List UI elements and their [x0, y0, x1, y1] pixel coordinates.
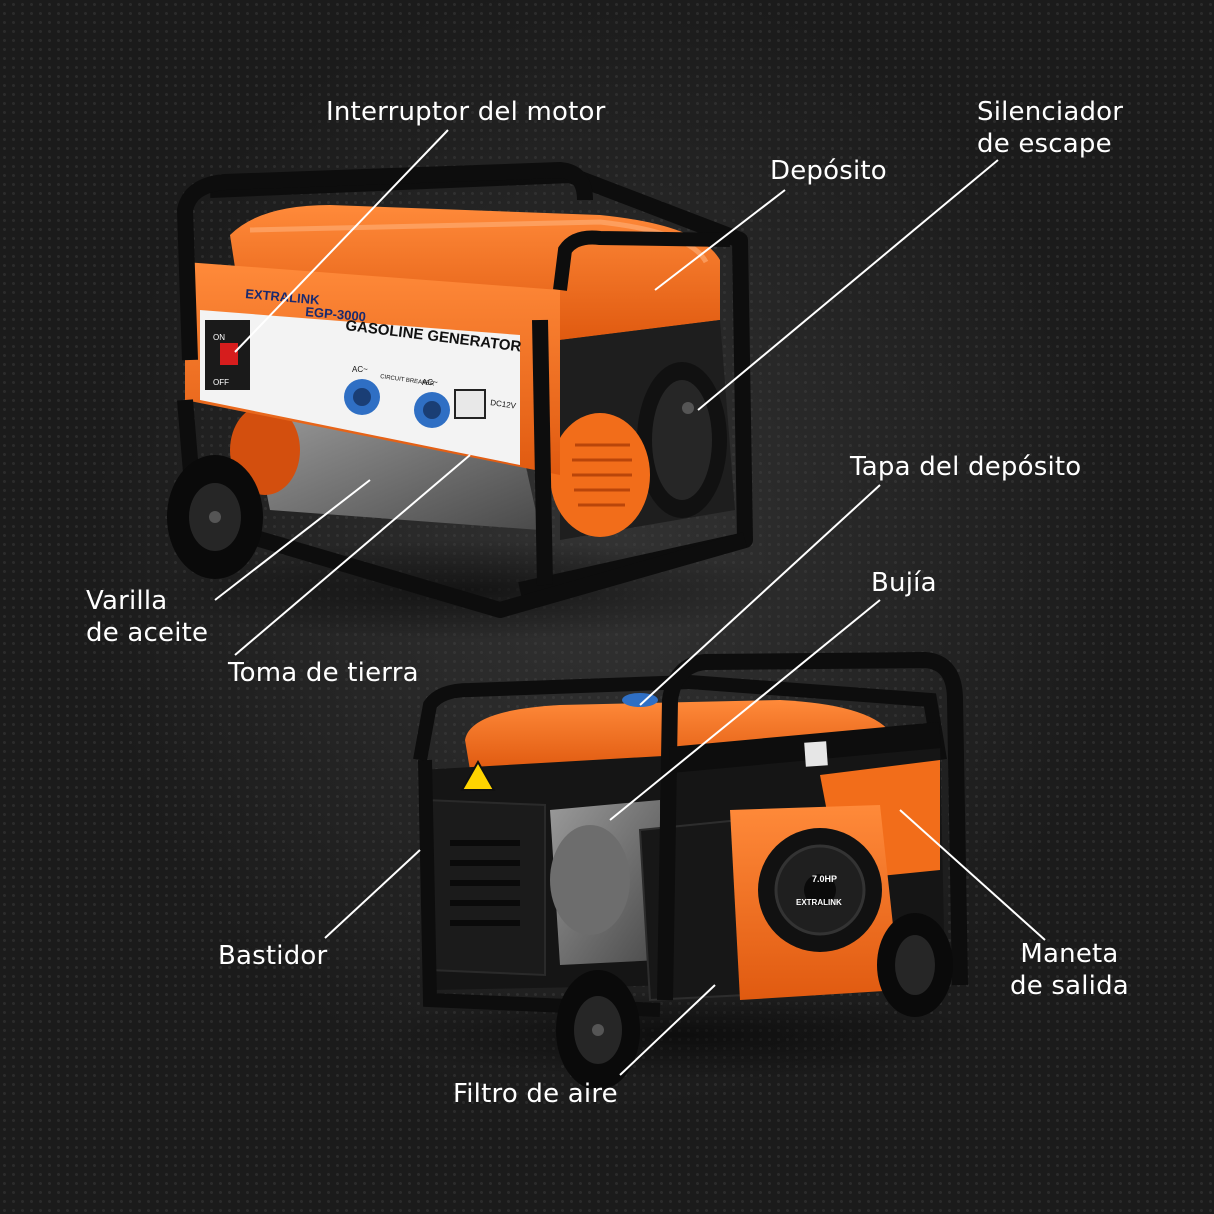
label-toma-de-tierra: Toma de tierra: [228, 658, 419, 688]
model-text: EGP-3000: [305, 304, 367, 324]
switch-off-text: OFF: [213, 378, 229, 387]
engine-hp-text: 7.0HP: [812, 874, 837, 884]
top-generator: [150, 162, 790, 640]
socket-2-text: AC~: [422, 378, 438, 387]
leader-filtro: [619, 984, 716, 1076]
label-bastidor: Bastidor: [218, 941, 328, 971]
leader-toma: [234, 454, 471, 656]
label-interruptor-del-motor: Interruptor del motor: [326, 97, 606, 127]
bottom-generator-text: 7.0HP EXTRALINK: [796, 874, 842, 907]
leader-lines: [214, 129, 1046, 1076]
label-maneta-de-salida: Maneta de salida: [1010, 939, 1129, 1001]
label-tapa-del-deposito: Tapa del depósito: [850, 452, 1082, 482]
bottom-generator: [380, 652, 980, 1090]
label-filtro-de-aire: Filtro de aire: [453, 1079, 618, 1109]
top-brand-text: EXTRALINK: [245, 286, 321, 307]
leader-maneta: [899, 809, 1046, 941]
socket-1-text: AC~: [352, 365, 368, 374]
label-bujia: Bujía: [871, 568, 937, 598]
dc-text: DC12V: [490, 398, 517, 411]
leader-varilla: [214, 479, 371, 601]
leader-silenciador: [697, 159, 999, 411]
switch-on-text: ON: [213, 333, 225, 342]
label-varilla-de-aceite: Varilla de aceite: [86, 586, 209, 648]
leader-tapa: [639, 484, 881, 706]
leader-deposito: [654, 189, 786, 291]
leader-bastidor: [324, 849, 421, 939]
leader-interruptor: [234, 129, 449, 353]
label-deposito: Depósito: [770, 156, 887, 186]
leader-bujia: [609, 599, 881, 821]
label-silenciador-de-escape: Silenciador de escape: [977, 97, 1124, 159]
bottom-brand-text: EXTRALINK: [796, 898, 842, 907]
